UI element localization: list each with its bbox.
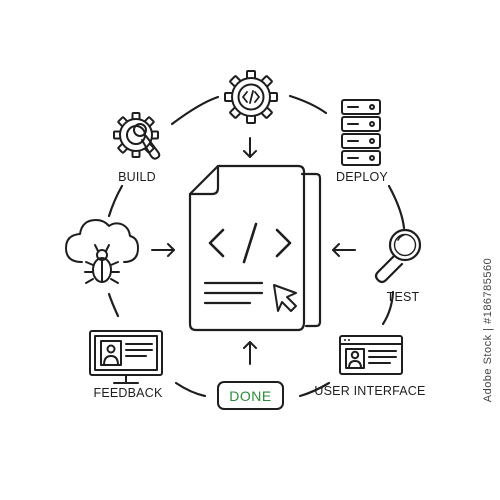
server-stack-icon bbox=[341, 99, 381, 166]
arrow-from-top bbox=[243, 137, 257, 158]
gear-magnifier-icon bbox=[113, 112, 161, 160]
label-build: BUILD bbox=[118, 170, 156, 184]
label-feedback: FEEDBACK bbox=[94, 386, 163, 400]
monitor-profile-icon bbox=[89, 330, 163, 384]
label-done: DONE bbox=[229, 388, 271, 404]
cloud-bug-icon bbox=[65, 219, 139, 284]
profile-window-icon bbox=[339, 335, 403, 375]
cycle-ring bbox=[107, 94, 406, 398]
label-user-interface: USER INTERFACE bbox=[314, 384, 425, 398]
arrow-from-right bbox=[332, 243, 356, 257]
label-test: TEST bbox=[387, 290, 420, 304]
code-document-icon bbox=[188, 164, 322, 332]
stock-id: Adobe Stock | #186785560 bbox=[482, 258, 494, 403]
label-deploy: DEPLOY bbox=[336, 170, 388, 184]
done-badge: DONE bbox=[217, 381, 284, 410]
code-gear-icon bbox=[224, 70, 278, 124]
arrow-from-left bbox=[151, 243, 175, 257]
magnifier-icon bbox=[374, 228, 422, 284]
arrow-from-bottom bbox=[243, 341, 257, 365]
